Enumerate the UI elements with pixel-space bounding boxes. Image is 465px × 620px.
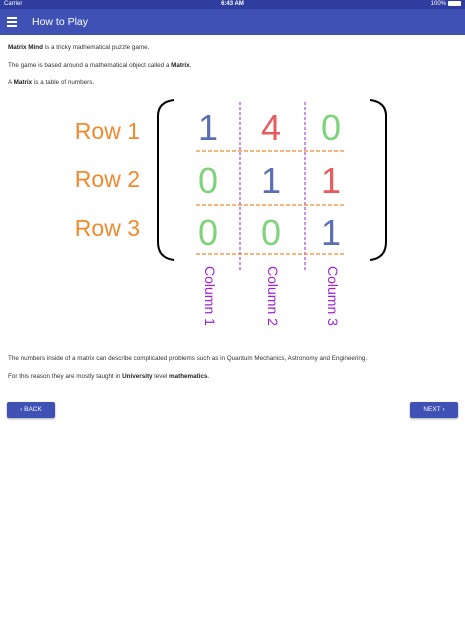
cell-r3-c1: 0: [198, 212, 218, 253]
cell-r3-c2: 0: [261, 212, 281, 253]
cell-r1-c2: 4: [261, 107, 281, 148]
left-bracket: [157, 99, 175, 261]
intro-paragraph-1: Matrix Mind is a tricky mathematical puz…: [8, 44, 150, 51]
body-paragraph-2: For this reason they are mostly taught i…: [8, 373, 210, 380]
intro-paragraph-3: A Matrix is a table of numbers.: [8, 79, 95, 86]
next-button[interactable]: NEXT ›: [410, 402, 458, 418]
chevron-left-icon: ‹: [20, 406, 25, 413]
row-label-2: Row 2: [75, 166, 140, 192]
matrix-diagram: Row 1 Row 2 Row 3 1 4 0 0 1 1 0 0 1 Colu…: [75, 99, 387, 326]
cell-r2-c3: 1: [321, 160, 341, 201]
page-title: How to Play: [32, 16, 89, 28]
column-label-1: Column 1: [202, 266, 218, 326]
cell-r1-c1: 1: [198, 107, 218, 148]
battery-indicator: 100%: [431, 0, 461, 9]
status-bar: Carrier 6:43 AM 100%: [0, 0, 465, 9]
menu-icon[interactable]: [7, 17, 17, 27]
app-bar: How to Play: [0, 9, 465, 35]
carrier-label: Carrier: [4, 1, 23, 7]
back-button[interactable]: ‹ BACK: [7, 402, 55, 418]
row-label-1: Row 1: [75, 118, 140, 144]
intro-paragraph-2: The game is based around a mathematical …: [8, 62, 192, 69]
battery-icon: [448, 0, 461, 6]
chevron-right-icon: ›: [440, 406, 445, 413]
body-paragraph-1: The numbers inside of a matrix can descr…: [8, 355, 368, 362]
cell-r3-c3: 1: [321, 212, 341, 253]
right-bracket: [369, 99, 387, 261]
column-label-2: Column 2: [265, 266, 281, 326]
cell-r2-c1: 0: [198, 160, 218, 201]
next-label: NEXT: [423, 406, 441, 413]
battery-percent: 100%: [430, 1, 446, 7]
cell-r2-c2: 1: [261, 160, 281, 201]
column-label-3: Column 3: [325, 266, 341, 326]
back-label: BACK: [24, 406, 42, 413]
row-label-3: Row 3: [75, 215, 140, 241]
clock: 6:43 AM: [221, 1, 244, 7]
cell-r1-c3: 0: [321, 107, 341, 148]
